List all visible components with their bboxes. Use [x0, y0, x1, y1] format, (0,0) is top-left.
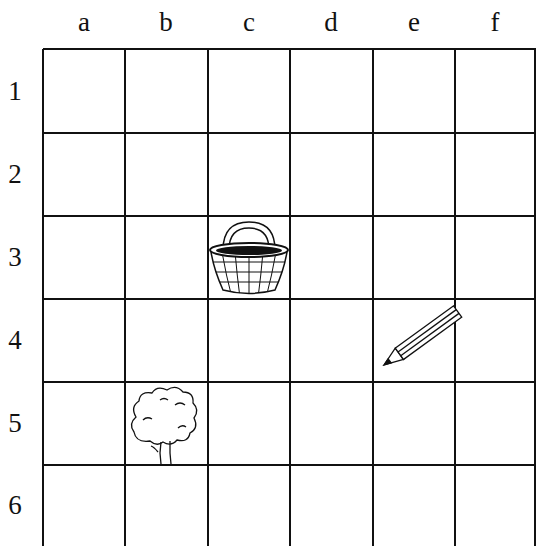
row-label: 3 — [8, 244, 22, 271]
column-label: d — [324, 9, 338, 36]
row-label: 4 — [8, 327, 22, 354]
row-label: 2 — [8, 161, 22, 188]
row-label: 1 — [8, 78, 22, 105]
column-label: c — [243, 9, 255, 36]
row-label: 5 — [8, 410, 22, 437]
row-label: 6 — [8, 492, 22, 519]
column-label: b — [159, 9, 173, 36]
tree-icon — [131, 387, 196, 464]
column-label: e — [408, 9, 420, 36]
column-label: f — [491, 9, 500, 36]
column-label: a — [78, 9, 90, 36]
pencil-icon — [380, 306, 462, 371]
grid-lines — [43, 49, 536, 546]
basket-icon — [210, 222, 290, 298]
